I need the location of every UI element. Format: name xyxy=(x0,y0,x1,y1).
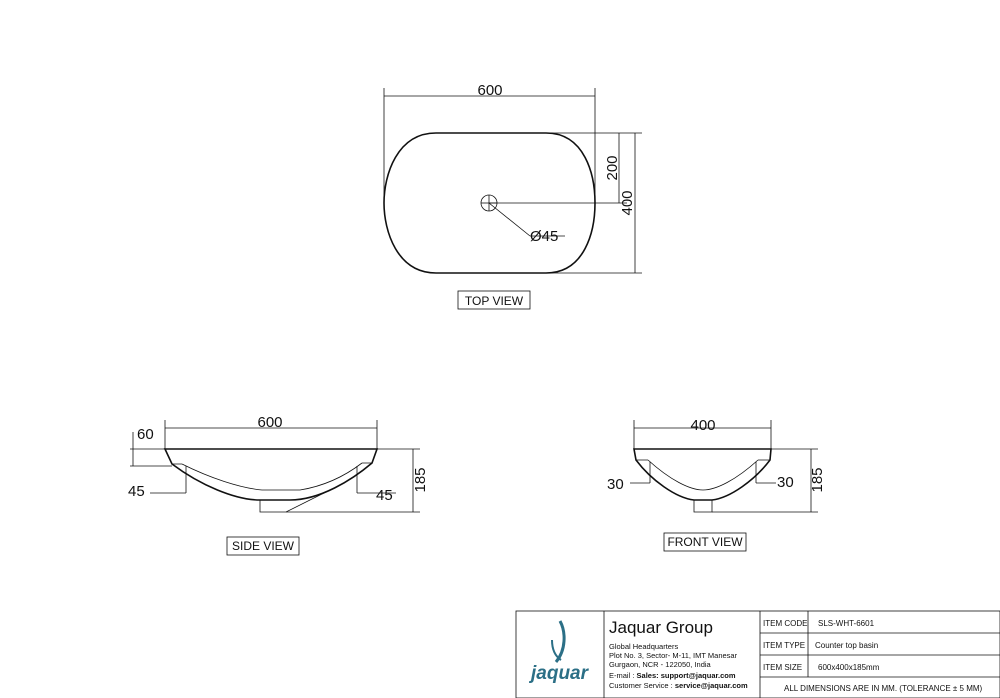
address-line-3: Gurgaon, NCR - 122050, India xyxy=(609,660,712,669)
side-view-height-dim: 185 xyxy=(412,467,429,492)
top-view-label: TOP VIEW xyxy=(465,294,524,308)
item-type-value: Counter top basin xyxy=(815,641,878,650)
front-view-label-box xyxy=(663,532,747,552)
address-line-1: Global Headquarters xyxy=(609,642,678,651)
address-line-2: Plot No. 3, Sector- M-11, IMT Manesar xyxy=(609,651,738,660)
company-name: Jaquar Group xyxy=(609,618,713,637)
email-line: E-mail : Sales: support@jaquar.com xyxy=(609,671,736,680)
front-view-basin-outline xyxy=(633,448,772,501)
top-view: 600 400 200 Ø45 TOP VIEW xyxy=(383,82,642,310)
front-view-height-dim: 185 xyxy=(809,467,826,492)
side-view-width-dim: 600 xyxy=(257,414,282,431)
top-view-height-dim: 400 xyxy=(619,190,636,215)
front-view-right-inset-dim: 30 xyxy=(777,474,794,491)
side-view-label-box xyxy=(226,536,300,556)
side-view: 600 60 45 45 185 SIDE VIEW xyxy=(128,414,429,556)
item-type-label: ITEM TYPE xyxy=(763,641,805,650)
service-line: Customer Service : service@jaquar.com xyxy=(609,681,748,690)
item-size-label: ITEM SIZE xyxy=(763,663,802,672)
front-view-left-inset-dim: 30 xyxy=(607,476,624,493)
side-view-left-inset-dim: 45 xyxy=(128,483,145,500)
top-view-waste-diameter-dim: Ø45 xyxy=(530,228,558,245)
dimensions-note: ALL DIMENSIONS ARE IN MM. (TOLERANCE ± 5… xyxy=(784,684,983,693)
item-size-value: 600x400x185mm xyxy=(818,663,880,672)
top-view-half-dim: 200 xyxy=(604,155,621,180)
item-code-value: SLS-WHT-6601 xyxy=(818,619,875,628)
top-view-label-box xyxy=(457,290,531,310)
top-view-width-dim: 600 xyxy=(477,82,502,99)
svg-text:jaquar: jaquar xyxy=(528,663,590,684)
title-block: jaquar Jaquar Group Global Headquarters … xyxy=(515,610,1000,698)
front-view-width-dim: 400 xyxy=(690,417,715,434)
side-view-basin-outline xyxy=(163,448,379,501)
jaquar-logo-icon: jaquar xyxy=(528,620,590,684)
front-view: 400 30 30 185 FRONT VIEW xyxy=(607,417,826,552)
side-view-right-inset-dim: 45 xyxy=(376,487,393,504)
front-view-label: FRONT VIEW xyxy=(667,535,743,549)
side-view-label: SIDE VIEW xyxy=(232,539,295,553)
side-view-rim-dim: 60 xyxy=(137,426,154,443)
item-code-label: ITEM CODE xyxy=(763,619,807,628)
